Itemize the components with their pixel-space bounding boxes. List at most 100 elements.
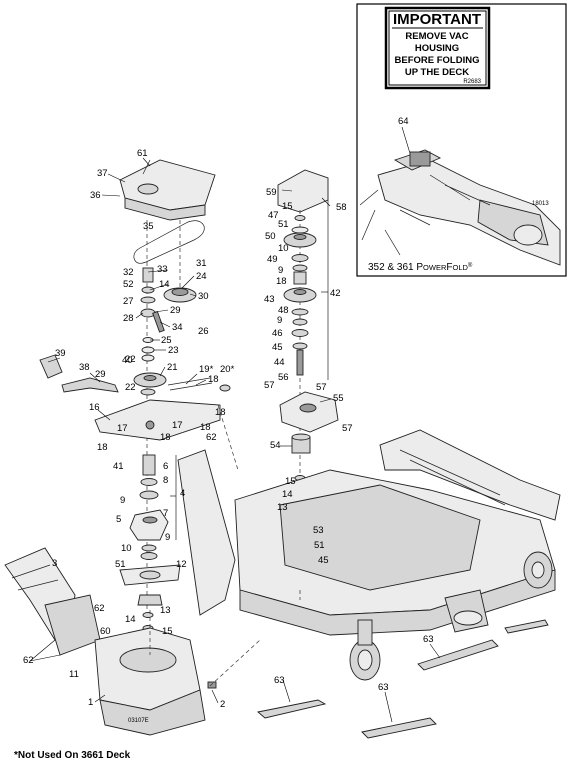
callout-51-b: 51	[278, 219, 289, 230]
callout-15-b: 15	[282, 201, 293, 212]
callout-45-a: 45	[272, 342, 283, 353]
callout-19: 19*	[199, 364, 214, 375]
callout-14-c: 14	[282, 489, 293, 500]
leader-lines	[29, 157, 441, 723]
callout-7: 7	[163, 508, 168, 519]
callout-41: 41	[113, 461, 124, 472]
blades	[257, 619, 549, 739]
callout-11: 11	[69, 669, 79, 680]
callout-18-d: 18	[97, 442, 108, 453]
callout-18-e: 18	[160, 432, 171, 443]
callout-9-d: 9	[277, 315, 282, 326]
powerfold-inset: IMPORTANT REMOVE VAC HOUSING BEFORE FOLD…	[356, 3, 567, 277]
callout-63-c: 63	[423, 634, 434, 645]
callout-9-c: 9	[278, 265, 283, 276]
sign-code: R2683	[463, 79, 481, 85]
callout-27: 27	[123, 296, 134, 307]
callout-57-c: 57	[342, 423, 353, 434]
callout-1: 1	[88, 697, 93, 708]
callout-31: 31	[196, 258, 207, 269]
callout-48: 48	[278, 305, 289, 316]
callout-29-lower: 29	[95, 369, 106, 380]
callout-5: 5	[116, 514, 121, 525]
callout-61: 61	[137, 148, 148, 159]
callout-42: 42	[330, 288, 341, 299]
callout-10-b: 10	[278, 243, 289, 254]
callout-62-b: 62	[94, 603, 105, 614]
callout-40: 40	[122, 355, 133, 366]
callout-29-upper: 29	[170, 305, 181, 316]
callout-21: 21	[167, 362, 178, 373]
callout-20: 20*	[220, 364, 235, 375]
drawing-code: 03107E	[128, 718, 149, 724]
callout-47: 47	[268, 210, 279, 221]
callout-59: 59	[266, 187, 277, 198]
callout-56: 56	[278, 372, 289, 383]
right-spindle-stack	[277, 169, 339, 590]
callout-39: 39	[55, 348, 66, 359]
mower-deck	[177, 429, 561, 681]
callout-54: 54	[270, 440, 281, 451]
callout-16: 16	[89, 402, 100, 413]
sign-line-1: REMOVE VAC	[405, 31, 468, 42]
callout-13-a: 13	[160, 605, 171, 616]
callout-57-b: 57	[316, 382, 327, 393]
inset-caption: 352 & 361 POWERFOLD®	[368, 262, 473, 273]
sign-line-2: HOUSING	[415, 43, 459, 54]
callout-64: 64	[398, 116, 409, 127]
callout-18-f: 18	[276, 276, 287, 287]
callout-49: 49	[267, 254, 278, 265]
callout-60: 60	[100, 626, 111, 637]
sign-line-3: BEFORE FOLDING	[395, 55, 480, 66]
callout-51-c: 51	[314, 540, 325, 551]
callout-24: 24	[196, 271, 207, 282]
callout-23: 23	[168, 345, 179, 356]
callout-8: 8	[163, 475, 168, 486]
callout-9-b: 9	[165, 532, 170, 543]
alignment-lines	[149, 404, 301, 687]
callout-3: 3	[52, 558, 57, 569]
vac-housing	[4, 547, 217, 736]
callout-44: 44	[274, 357, 285, 368]
callout-34: 34	[172, 322, 183, 333]
callout-22-b: 22	[125, 382, 136, 393]
callout-25: 25	[161, 335, 172, 346]
callout-45-b: 45	[318, 555, 329, 566]
callout-55: 55	[333, 393, 344, 404]
callout-12: 12	[176, 559, 187, 570]
callout-13-b: 13	[277, 502, 288, 513]
callout-52: 52	[123, 279, 134, 290]
callout-63-b: 63	[378, 682, 389, 693]
callout-57-a: 57	[264, 380, 275, 391]
callout-6: 6	[163, 461, 168, 472]
callout-18-a: 18	[208, 374, 219, 385]
callout-28: 28	[123, 313, 134, 324]
callout-35: 35	[143, 221, 154, 232]
footnote: *Not Used On 3661 Deck	[14, 750, 131, 761]
callout-26: 26	[198, 326, 209, 337]
callout-14-upper: 14	[159, 279, 170, 290]
belt-cover-group	[119, 159, 216, 264]
callout-2: 2	[220, 699, 225, 710]
callout-32: 32	[123, 267, 134, 278]
callout-15-c: 15	[285, 476, 296, 487]
callout-33: 33	[157, 264, 168, 275]
callout-62-c: 62	[23, 655, 34, 666]
callout-17-a: 17	[117, 423, 128, 434]
inset-ref-code: 18013	[532, 201, 549, 207]
callout-9-a: 9	[120, 495, 125, 506]
sign-title: IMPORTANT	[393, 11, 481, 28]
callout-14-b: 14	[125, 614, 136, 625]
callout-50: 50	[265, 231, 276, 242]
callout-37: 37	[97, 168, 108, 179]
callout-38: 38	[79, 362, 90, 373]
lower-left-spindle	[119, 454, 181, 631]
callout-46: 46	[272, 328, 283, 339]
callout-62-a: 62	[206, 432, 217, 443]
callout-10-a: 10	[121, 543, 132, 554]
callout-53: 53	[313, 525, 324, 536]
callout-labels: 61 37 36 35 33 32 52 14 31 24 30 27 29 2…	[23, 148, 434, 724]
callout-51-a: 51	[115, 559, 126, 570]
callout-30: 30	[198, 291, 209, 302]
